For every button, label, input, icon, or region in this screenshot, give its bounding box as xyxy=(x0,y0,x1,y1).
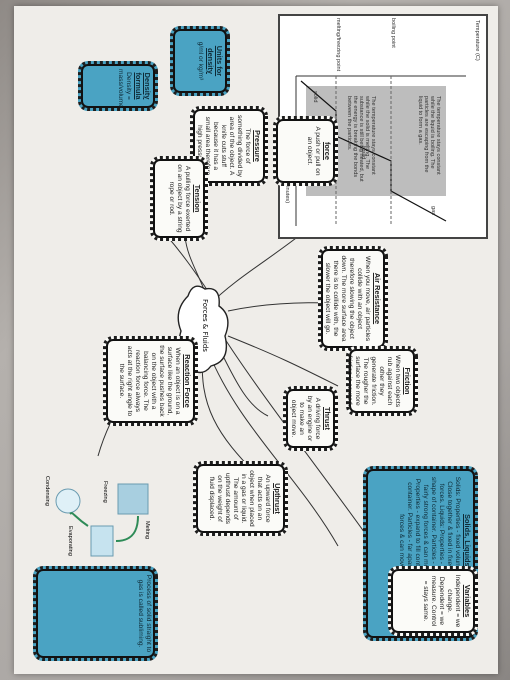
upthrust-box: Upthrust An upward force that acts on an… xyxy=(193,461,288,536)
units-density-title: Units for density xyxy=(205,45,224,77)
force-body: A push or pull on an object. xyxy=(305,126,321,176)
state-cycle-graphic xyxy=(55,483,149,557)
units-density-body: g/ml or kg/m³ xyxy=(196,41,204,81)
tension-title: Tension xyxy=(193,184,202,213)
force-box: force A push or pull on an object. xyxy=(273,116,338,186)
air-resistance-body: When you move, air particles collide wit… xyxy=(323,255,371,342)
friction-title: Friction xyxy=(403,367,412,395)
reaction-body: When an object is on a surface like the … xyxy=(117,345,181,417)
poster-paper: Temperature (C) Time (minutes) melting/f… xyxy=(14,6,498,674)
units-density-box: Units for density g/ml or kg/m³ xyxy=(170,26,230,96)
force-title: force xyxy=(323,141,332,161)
heating-curve-diagram: Temperature (C) Time (minutes) melting/f… xyxy=(278,14,488,239)
solid-label: solid xyxy=(312,91,318,103)
condensing-label: Condensing xyxy=(44,476,50,506)
variables-title: Variables xyxy=(463,584,472,618)
heating-curve-graph xyxy=(295,75,466,226)
air-resistance-box: Air Resistance When you move, air partic… xyxy=(318,246,388,351)
friction-box: Friction When two objects rub against ea… xyxy=(346,346,418,416)
thrust-body: A driving force by an engine or to make … xyxy=(289,395,321,442)
evaporating-label: Evaporating xyxy=(67,526,73,556)
gas-label: gas xyxy=(430,206,436,216)
density-formula-body: Density = mass/volume xyxy=(116,69,132,108)
boiling-point-label: boiling point xyxy=(390,18,396,48)
sublimation-box: Process of solid straight to gas is call… xyxy=(33,566,158,661)
tension-body: A pulling force exerted on an object by … xyxy=(167,164,191,233)
air-resistance-title: Air Resistance xyxy=(373,272,382,325)
gas-icon xyxy=(55,488,81,514)
friction-body: When two objects rub against each other … xyxy=(345,354,401,408)
center-label: Forces & Fluids xyxy=(201,299,209,352)
reaction-title: Reaction Force xyxy=(183,354,192,408)
state-cycle-diagram: Melting Freezing Evaporating Condensing xyxy=(38,476,168,566)
density-formula-box: Density formula Density = mass/volume xyxy=(78,61,158,111)
sublimation-body: Process of solid straight to gas is call… xyxy=(136,574,152,653)
thrust-title: Thrust xyxy=(323,407,332,430)
heating-curve-line xyxy=(300,80,447,222)
variables-box: Variables Independent = we change. Depen… xyxy=(388,566,478,636)
upthrust-title: Upthrust xyxy=(273,483,282,514)
solid-cube-icon xyxy=(117,483,149,515)
variables-body: Independent = we change. Dependent = we … xyxy=(421,574,461,628)
y-axis-label: Temperature (C) xyxy=(474,20,480,61)
graph-background xyxy=(306,86,446,196)
freezing-label: Freezing xyxy=(102,481,108,503)
reaction-force-box: Reaction Force When an object is on a su… xyxy=(103,336,198,426)
melting-label: Melting xyxy=(144,521,150,540)
boiling-note: The temperature stays constant while the… xyxy=(417,96,441,175)
liquid-icon xyxy=(90,525,114,557)
melting-point-label: melting/freezing point xyxy=(335,18,341,72)
pressure-title: Pressure xyxy=(253,130,262,162)
density-formula-title: Density formula xyxy=(133,72,152,100)
mind-map: Temperature (C) Time (minutes) melting/f… xyxy=(14,6,498,674)
upthrust-body: An upward force that acts on an object w… xyxy=(207,470,271,527)
tension-box: Tension A pulling force exerted on an ob… xyxy=(150,156,208,241)
melting-note: The temperature stays constant while the… xyxy=(346,96,376,182)
thrust-box: Thrust A driving force by an engine or t… xyxy=(283,386,338,451)
